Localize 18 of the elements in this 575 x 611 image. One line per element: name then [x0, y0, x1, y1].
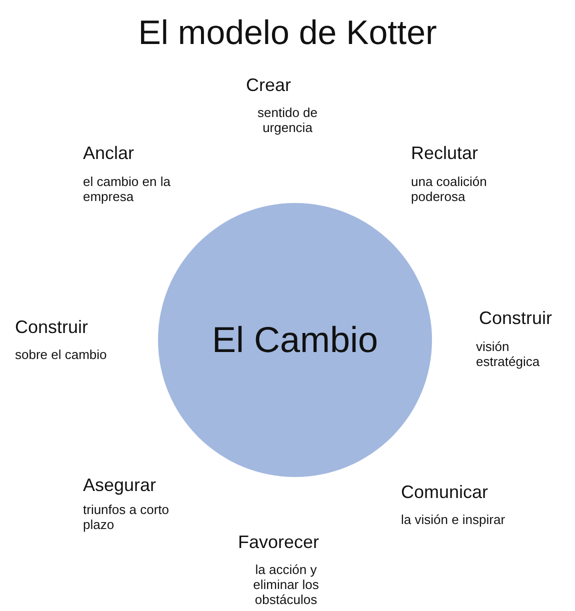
step-description: sentido de urgencia: [256, 106, 318, 136]
circle-label: El Cambio: [212, 319, 378, 361]
step-description: sobre el cambio: [15, 348, 108, 363]
step-heading: Anclar: [83, 143, 136, 164]
step-description: la visión e inspirar: [401, 513, 506, 528]
step-description: el cambio en la empresa: [83, 175, 172, 205]
step-heading: Comunicar: [401, 482, 490, 503]
step-heading: Construir: [479, 308, 554, 329]
step-heading: Crear: [246, 75, 292, 96]
step-heading: Favorecer: [238, 532, 320, 553]
step-heading: Reclutar: [411, 143, 480, 164]
step-heading: Construir: [15, 317, 90, 338]
step-description: visión estratégica: [476, 340, 541, 370]
title: El modelo de Kotter: [137, 14, 438, 54]
step-heading: Asegurar: [83, 475, 158, 496]
step-description: la acción y eliminar los obstáculos: [252, 563, 320, 608]
step-description: una coalición poderosa: [411, 175, 488, 205]
step-description: triunfos a corto plazo: [83, 503, 170, 533]
